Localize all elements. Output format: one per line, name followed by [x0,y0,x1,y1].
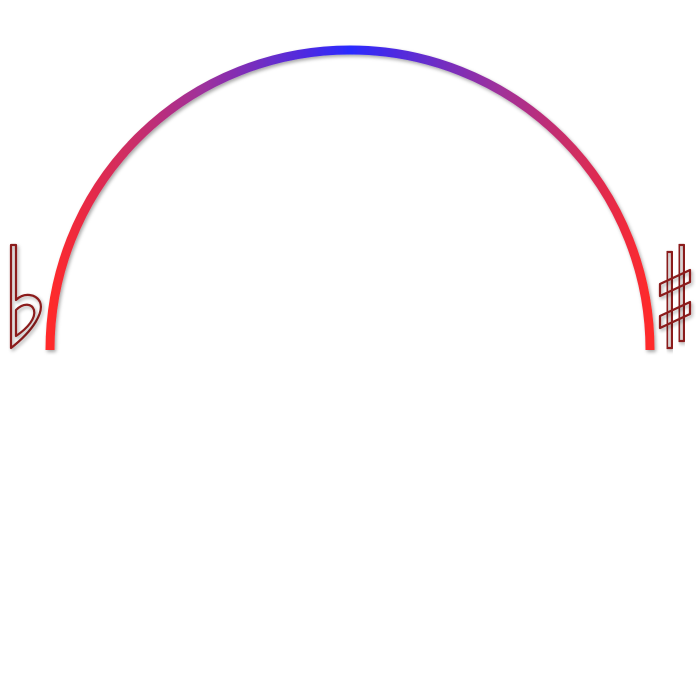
tuning-arc [45,45,655,351]
flat-icon [9,243,42,350]
sharp-icon [658,243,692,350]
